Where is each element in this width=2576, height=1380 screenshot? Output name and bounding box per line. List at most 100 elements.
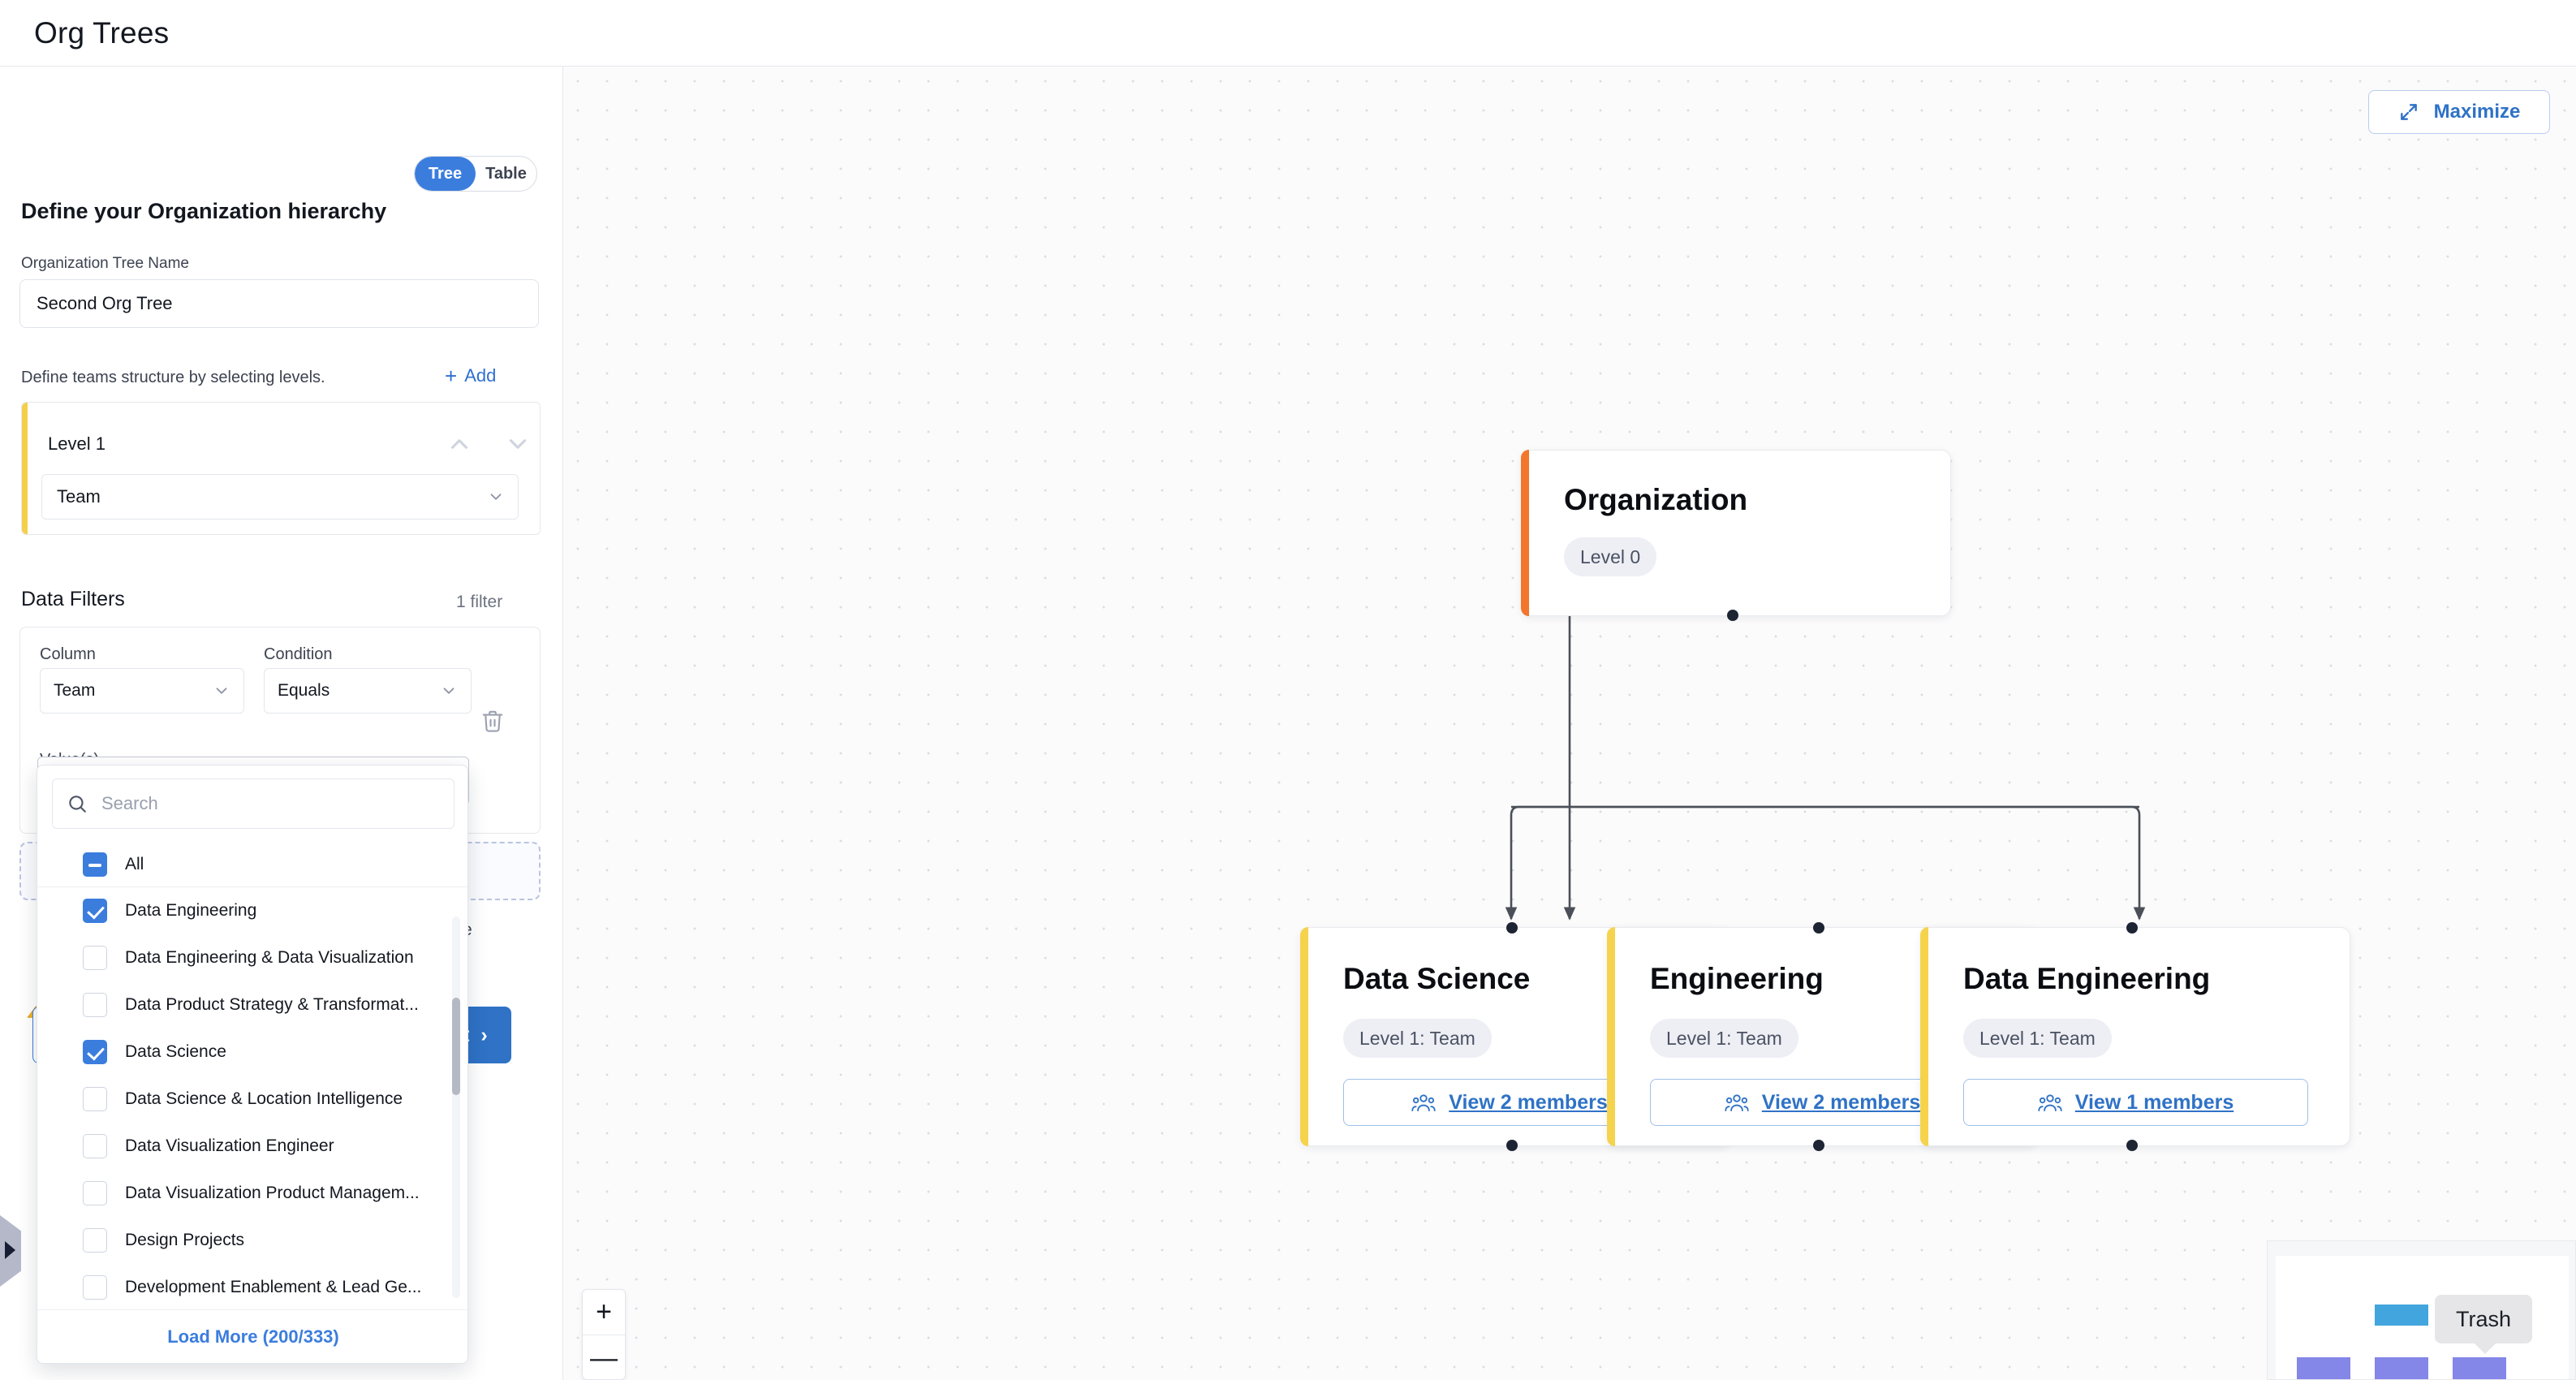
node-title: Engineering [1650,962,1824,995]
tab-tree[interactable]: Tree [415,157,476,191]
dropdown-scrollbar[interactable] [452,916,460,1298]
checkbox-icon[interactable] [83,1228,107,1253]
maximize-icon [2400,104,2417,120]
checkbox-indeterminate-icon [83,852,107,877]
view-members-label: View 1 members [2074,1090,2234,1114]
data-filters-title: Data Filters [21,588,125,610]
dropdown-option-label: Data Engineering [125,901,257,920]
filter-column-label: Column [40,645,96,663]
load-more-button[interactable]: Load More (200/333) [37,1309,467,1363]
view-members-button[interactable]: View 1 members [1963,1079,2308,1126]
filter-condition-value: Equals [278,681,330,700]
add-level-button[interactable]: + Add [445,365,496,386]
page-title: Org Trees [34,16,170,50]
filter-column-select[interactable]: Team [40,668,244,714]
filter-condition-select[interactable]: Equals [264,668,472,714]
top-bar: Org Trees [0,0,2576,67]
dropdown-option-label: Development Enablement & Lead Ge... [125,1278,422,1296]
view-members-label: View 2 members [1761,1090,1921,1114]
node-port-bottom [2126,1140,2138,1151]
chevron-down-icon [216,688,227,694]
checkbox-icon[interactable] [83,946,107,970]
plus-icon: + [445,364,458,388]
dropdown-option[interactable]: Data Engineering & Data Visualization [37,934,467,981]
people-icon [1411,1094,1436,1111]
chevron-down-icon [443,688,454,694]
checkbox-icon[interactable] [83,1087,107,1111]
add-level-label: Add [464,365,497,386]
checkbox-checked-icon[interactable] [83,899,107,923]
dropdown-option[interactable]: Data Engineering [37,887,467,934]
org-node-data-engineering[interactable]: Data Engineering Level 1: Team View 1 me… [1920,922,2350,1151]
level-card-1: Level 1 Team [21,402,541,535]
node-port-bottom [1727,610,1738,621]
panel-heading: Define your Organization hierarchy [21,199,387,223]
trash-icon[interactable] [480,708,505,734]
tree-name-input[interactable]: Second Org Tree [19,279,539,328]
chevron-right-icon: › [480,1023,488,1046]
filter-column-value: Team [54,681,96,700]
dropdown-option[interactable]: Design Projects [37,1217,467,1264]
node-level-badge: Level 1: Team [1963,1019,2112,1058]
dropdown-option[interactable]: Data Visualization Engineer [37,1123,467,1170]
checkbox-icon[interactable] [83,1275,107,1300]
node-port-bottom [1813,1140,1824,1151]
node-title: Organization [1564,483,1748,516]
dropdown-option[interactable]: Data Science & Location Intelligence [37,1076,467,1123]
dropdown-search-wrap [52,778,454,829]
dropdown-option[interactable]: Data Visualization Product Managem... [37,1170,467,1217]
org-node-root[interactable]: Organization Level 0 [1521,450,1951,621]
node-port-bottom [1506,1140,1518,1151]
chevron-up-icon[interactable] [446,430,473,458]
view-members-label: View 2 members [1449,1090,1608,1114]
people-icon [1725,1094,1749,1111]
tab-table[interactable]: Table [485,164,527,183]
select-all-label: All [125,854,144,873]
node-port-top [2126,922,2138,934]
node-level-badge: Level 1: Team [1650,1019,1798,1058]
checkbox-icon[interactable] [83,993,107,1017]
triangle-right-icon [5,1241,15,1259]
dropdown-option[interactable]: Development Enablement & Lead Ge... [37,1264,467,1309]
dropdown-option-label: Data Science [125,1042,226,1061]
dropdown-option-label: Data Visualization Product Managem... [125,1184,420,1202]
dropdown-select-all[interactable]: All [37,842,467,887]
checkbox-icon[interactable] [83,1181,107,1205]
checkbox-icon[interactable] [83,1134,107,1158]
checkbox-checked-icon[interactable] [83,1040,107,1064]
chevron-down-icon [490,494,502,500]
view-mode-toggle[interactable]: Tree Table [414,156,537,192]
minimap-node-child-2 [2375,1357,2428,1379]
filters-count: 1 filter [456,593,503,611]
maximize-button[interactable]: Maximize [2368,90,2550,134]
chevron-down-icon[interactable] [504,430,532,458]
dropdown-option-label: Data Product Strategy & Transformat... [125,995,419,1014]
level-column-select[interactable]: Team [41,474,519,520]
zoom-in-button[interactable]: + [583,1290,625,1335]
dropdown-option-label: Data Science & Location Intelligence [125,1089,403,1108]
org-tree-canvas[interactable]: Maximize Organization Level 0 Dat [563,67,2576,1380]
tree-name-label: Organization Tree Name [21,255,189,272]
minimap-node-root [2375,1305,2428,1326]
level-card-title: Level 1 [48,433,106,454]
node-title: Data Science [1343,962,1531,995]
trash-tooltip: Trash [2435,1295,2533,1354]
scrollbar-thumb[interactable] [452,998,460,1095]
level-column-value: Team [57,486,101,507]
zoom-out-button[interactable]: — [590,1342,618,1374]
zoom-controls[interactable]: + — [582,1289,626,1380]
dropdown-option[interactable]: Data Science [37,1029,467,1076]
search-input[interactable] [52,778,454,829]
node-port-top [1813,922,1824,934]
dropdown-option-label: Data Visualization Engineer [125,1136,334,1155]
dropdown-option[interactable]: Data Product Strategy & Transformat... [37,981,467,1029]
node-level-badge: Level 0 [1564,537,1657,576]
minimap-node-child-1 [2297,1357,2350,1379]
maximize-label: Maximize [2433,101,2521,123]
search-icon [69,796,86,813]
node-title: Data Engineering [1963,962,2211,995]
node-level-badge: Level 1: Team [1343,1019,1492,1058]
node-port-top [1506,922,1518,934]
